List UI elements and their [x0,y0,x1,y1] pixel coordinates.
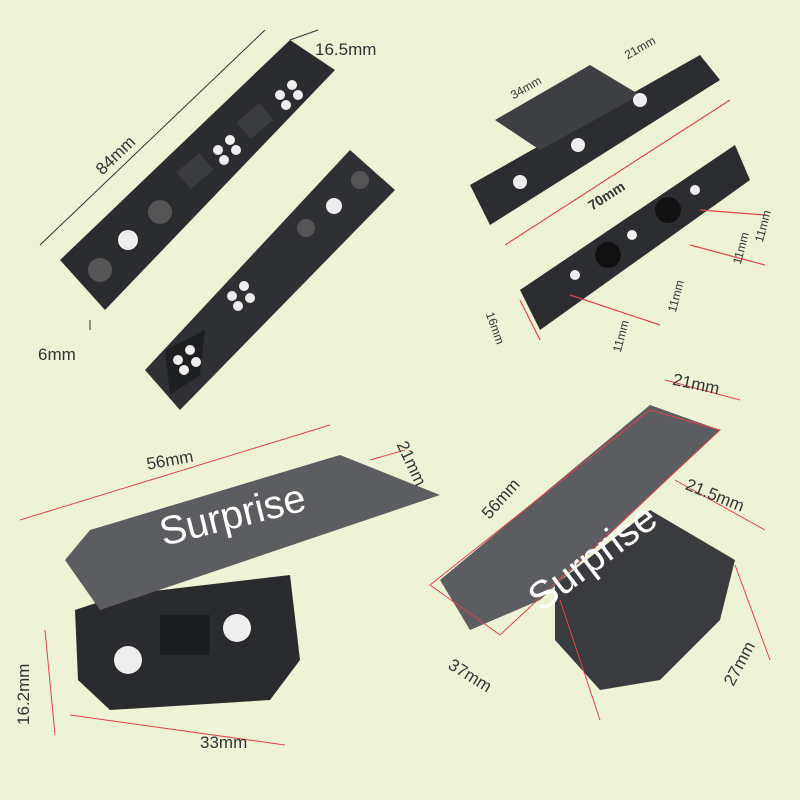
rail-section-upper [470,55,720,225]
long-rail-plate [60,40,335,310]
dimension-thickness-6: 6mm [38,345,76,364]
dimension-width-16-5: 16.5mm [315,40,377,59]
dimension-lines-bottom-left [19,424,406,746]
cover-plate-right [440,405,720,630]
mount-base [75,575,300,710]
dimension-lines-top-left [39,29,319,330]
dimension-lines-bottom-right [429,379,771,721]
cover-plate [65,455,440,610]
rail-section-lower [520,145,750,330]
dimension-16-2: 16.2mm [14,663,33,725]
dimension-lines-top-right [504,99,766,341]
dimension-33: 33mm [200,733,248,752]
long-rail-plate-back [145,150,395,410]
mount-assembly [555,510,735,690]
